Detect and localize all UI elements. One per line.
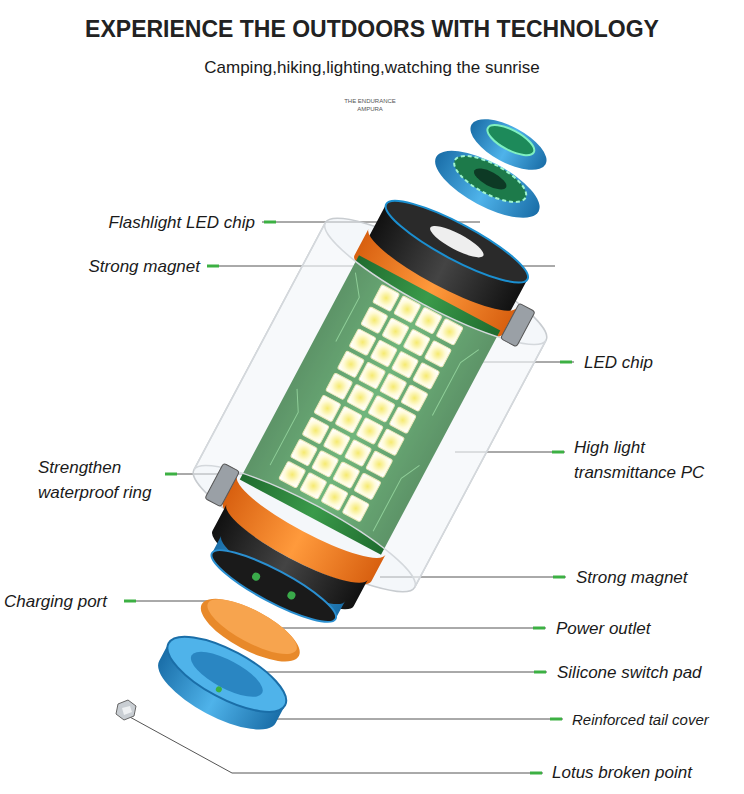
part-label: Charging port	[4, 590, 122, 615]
part-label: Flashlight LED chip	[20, 211, 255, 236]
page-title: EXPERIENCE THE OUTDOORS WITH TECHNOLOGY	[0, 16, 744, 43]
part-label: Silicone switch pad	[557, 661, 739, 686]
subtitle: Camping,hiking,lighting,watching the sun…	[0, 57, 744, 78]
lotus-point	[116, 700, 136, 720]
part-label: Power outlet	[556, 617, 736, 642]
part-label: High light transmittance PC	[574, 436, 734, 485]
part-label: Reinforced tail cover	[572, 709, 740, 731]
part-label: Strong magnet	[0, 255, 200, 280]
part-label: Strong magnet	[576, 566, 736, 591]
part-label: LED chip	[584, 351, 734, 376]
label-markers	[124, 222, 572, 773]
flashlight-body	[96, 70, 628, 772]
part-label: Lotus broken point	[552, 761, 737, 786]
part-label: Strengthen waterproof ring	[38, 456, 173, 505]
watermark: THE ENDURANCE AMPURA	[340, 98, 400, 113]
